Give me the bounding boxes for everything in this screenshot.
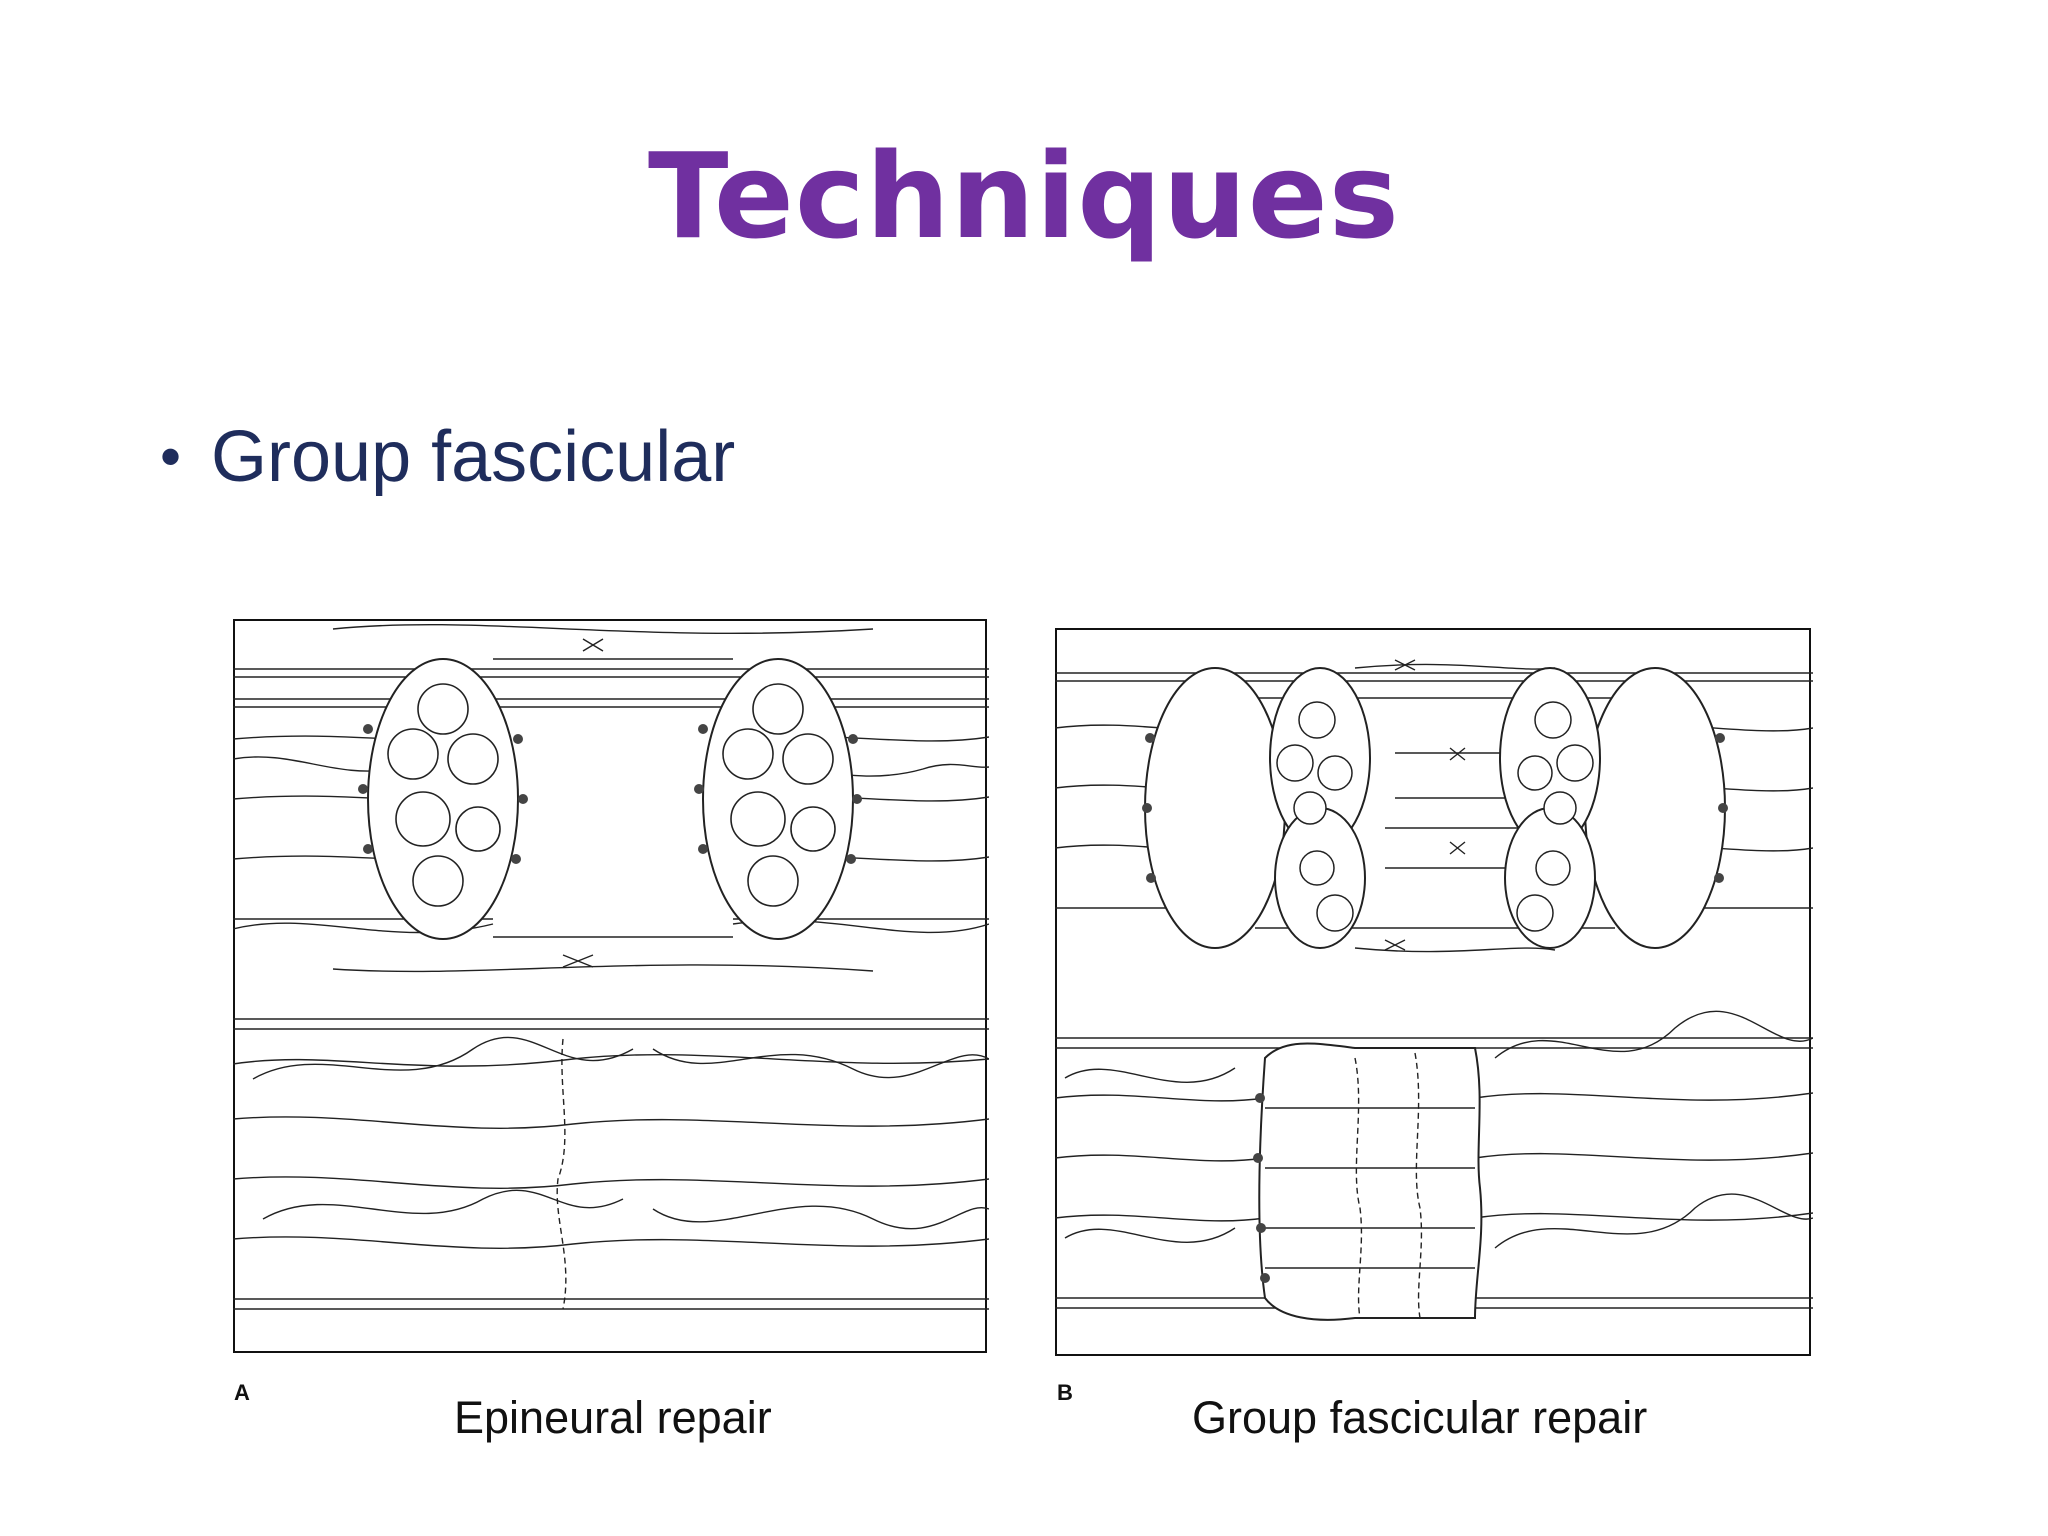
figure-a-illustration — [233, 619, 989, 1355]
bullet-item: • Group fascicular — [160, 414, 735, 500]
figure-a-caption: Epineural repair — [454, 1392, 772, 1443]
group-fascicular-repair-drawing — [1055, 628, 1813, 1356]
bullet-dot-icon: • — [160, 423, 182, 491]
figure-b-letter: B — [1057, 1380, 1073, 1405]
epineural-repair-drawing — [233, 619, 989, 1353]
figure-b-illustration — [1055, 628, 1813, 1358]
slide-title: Techniques — [648, 127, 1400, 265]
bullet-text: Group fascicular — [211, 417, 736, 497]
figure-a-letter: A — [234, 1380, 250, 1405]
figure-b-caption: Group fascicular repair — [1192, 1392, 1648, 1443]
